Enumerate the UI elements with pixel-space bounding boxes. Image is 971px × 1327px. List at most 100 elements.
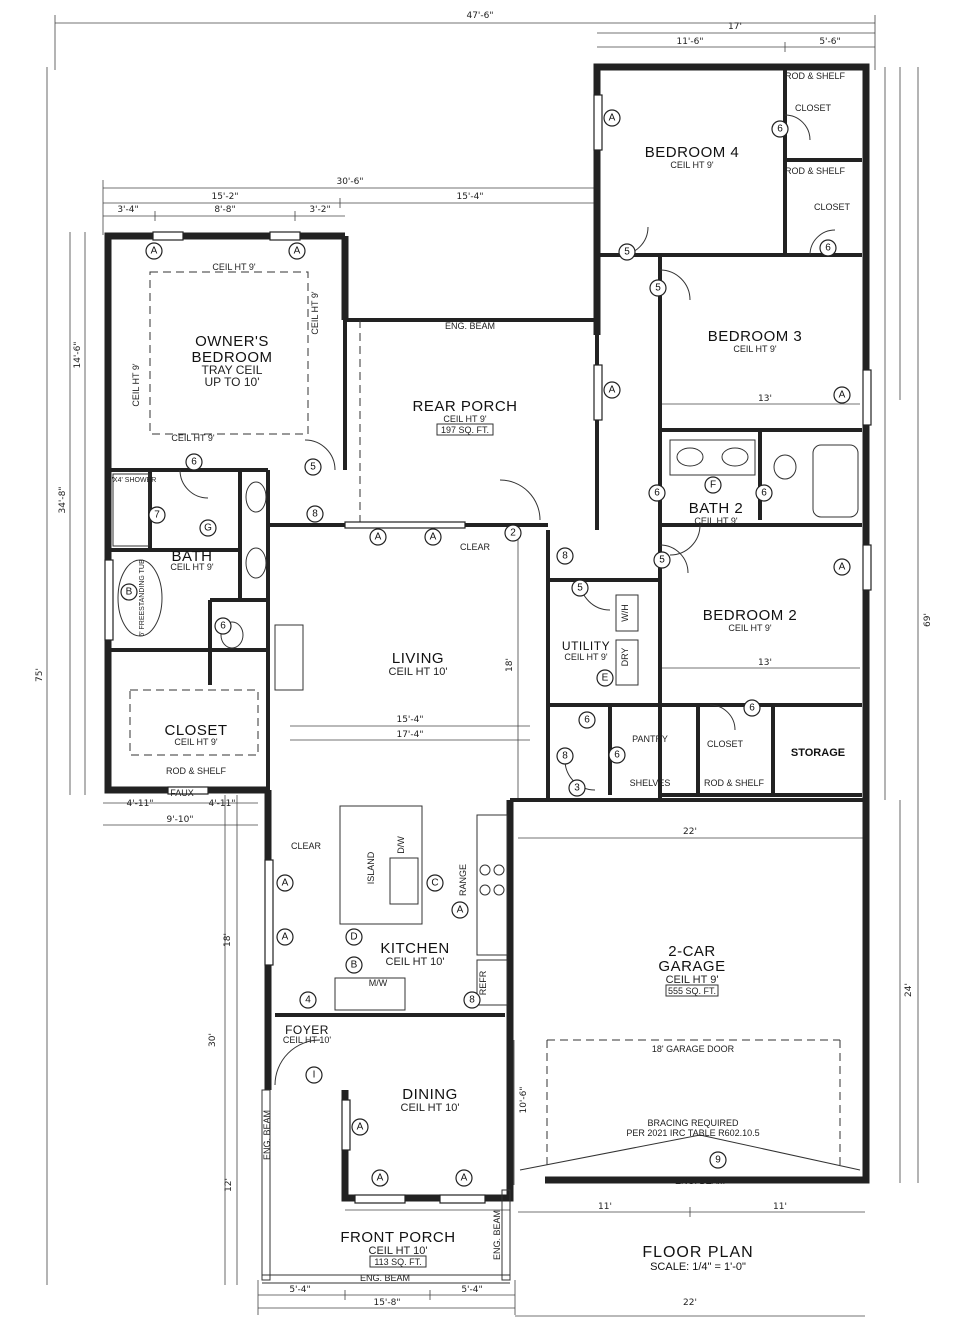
tag-6: 6 — [648, 484, 666, 502]
svg-text:A: A — [461, 1173, 468, 1184]
tag-3: 3 — [568, 779, 586, 797]
shower-stall — [112, 473, 150, 547]
svg-text:CEIL HT 10': CEIL HT 10' — [386, 956, 445, 968]
svg-text:SHELVES: SHELVES — [630, 778, 671, 788]
svg-text:STORAGE: STORAGE — [791, 747, 845, 759]
dim-seg-a: 3'-4" — [117, 205, 138, 215]
tag-7: 7 — [148, 506, 166, 524]
dimension-labels: 47'-6" 17' 11'-6" 5'-6" 30'-6" 15'-2" 15… — [35, 11, 933, 1308]
dim-4-11-b: 4'-11" — [208, 799, 235, 809]
svg-text:A: A — [609, 385, 616, 396]
room-bath: BATH CEIL HT 9' — [170, 548, 214, 572]
tag-4: 4 — [299, 991, 317, 1009]
svg-text:CLOSET: CLOSET — [795, 103, 832, 113]
svg-text:4: 4 — [305, 995, 311, 1006]
svg-text:ROD & SHELF: ROD & SHELF — [785, 71, 846, 81]
tag-5: 5 — [618, 243, 636, 261]
svg-text:CLEAR: CLEAR — [460, 542, 491, 552]
svg-text:ISLAND: ISLAND — [366, 851, 376, 884]
dim-front-22: 22' — [683, 1298, 697, 1308]
metal-fireplace — [274, 624, 304, 691]
windows — [104, 94, 872, 1204]
tag-a: A — [369, 528, 387, 546]
svg-text:3: 3 — [574, 783, 580, 794]
island-counter — [339, 805, 423, 925]
svg-text:CEIL HT 9': CEIL HT 9' — [170, 562, 214, 572]
svg-text:5: 5 — [655, 283, 661, 294]
room-utility: UTILITY CEIL HT 9' — [562, 639, 610, 662]
svg-text:FAUX: FAUX — [170, 788, 194, 798]
tag-e: E — [596, 669, 614, 687]
svg-text:KITCHEN: KITCHEN — [380, 940, 449, 957]
dim-porch-width: 15'-4" — [456, 192, 483, 202]
svg-text:CEIL HT 9': CEIL HT 9' — [564, 652, 608, 662]
dim-seg-b: 8'-8" — [214, 205, 235, 215]
tag-d: D — [345, 928, 363, 946]
dim-13-b: 13' — [758, 658, 772, 668]
svg-text:M/W: M/W — [369, 978, 388, 988]
svg-text:PER 2021 IRC TABLE R602.10.5: PER 2021 IRC TABLE R602.10.5 — [626, 1128, 759, 1138]
dim-garage-width: 22' — [683, 827, 697, 837]
svg-text:ROD & SHELF: ROD & SHELF — [166, 766, 227, 776]
svg-text:7: 7 — [154, 510, 160, 521]
tag-b: B — [120, 583, 138, 601]
dim-owner-width: 15'-2" — [211, 192, 238, 202]
svg-text:3'X4' SHOWER: 3'X4' SHOWER — [108, 477, 157, 484]
dim-9-10: 9'-10" — [166, 815, 193, 825]
svg-text:BATH 2: BATH 2 — [689, 500, 743, 517]
room-rear-porch: REAR PORCH CEIL HT 9' 197 SQ. FT. — [412, 398, 517, 436]
burner-icon — [493, 864, 505, 876]
dim-13-a: 13' — [758, 394, 772, 404]
tag-5: 5 — [304, 458, 322, 476]
room-owners-bedroom: OWNER'S BEDROOM TRAY CEIL UP TO 10' — [191, 333, 272, 389]
room-garage: 2-CAR GARAGE CEIL HT 9' 555 SQ. FT. — [658, 943, 725, 997]
svg-text:UTILITY: UTILITY — [562, 639, 610, 653]
svg-text:CEIL HT 9': CEIL HT 9' — [310, 291, 320, 335]
svg-text:5: 5 — [624, 247, 630, 258]
svg-text:6' FREESTANDING TUB: 6' FREESTANDING TUB — [139, 559, 146, 637]
svg-text:A: A — [457, 905, 464, 916]
svg-text:6: 6 — [749, 703, 755, 714]
svg-text:A: A — [294, 246, 301, 257]
svg-text:CEIL HT 9': CEIL HT 9' — [212, 262, 256, 272]
svg-text:DINING: DINING — [402, 1086, 458, 1103]
svg-text:A: A — [282, 932, 289, 943]
tag-a: A — [371, 1169, 389, 1187]
svg-text:G: G — [204, 523, 212, 534]
dim-garage-depth: 24' — [904, 983, 914, 997]
dim-4-11-a: 4'-11" — [126, 799, 153, 809]
dim-overall-depth: 75' — [35, 668, 45, 682]
svg-text:CEIL HT 10': CEIL HT 10' — [401, 1102, 460, 1114]
tag-6: 6 — [608, 746, 626, 764]
svg-text:6: 6 — [825, 243, 831, 254]
svg-text:RANGE: RANGE — [458, 864, 468, 896]
tag-8: 8 — [463, 991, 481, 1009]
svg-text:6: 6 — [220, 621, 226, 632]
tag-8: 8 — [556, 547, 574, 565]
svg-text:OWNER'S: OWNER'S — [195, 333, 269, 350]
svg-text:F: F — [710, 480, 716, 491]
tag-a: A — [833, 558, 851, 576]
svg-text:C: C — [431, 878, 438, 889]
room-bedroom-2: BEDROOM 2 CEIL HT 9' — [703, 607, 797, 633]
dim-10-6: 10'-6" — [519, 1086, 529, 1113]
plan-title: FLOOR PLAN — [642, 1244, 753, 1261]
tag-6: 6 — [771, 120, 789, 138]
burner-icon — [479, 864, 491, 876]
svg-text:6: 6 — [777, 124, 783, 135]
room-bath-2: BATH 2 CEIL HT 9' — [689, 500, 743, 526]
dim-11-b: 11' — [773, 1202, 787, 1212]
room-bedroom-3: BEDROOM 3 CEIL HT 9' — [708, 328, 802, 354]
svg-text:CEIL HT 9': CEIL HT 9' — [171, 433, 215, 443]
tag-2: 2 — [504, 524, 522, 542]
tag-a: A — [288, 242, 306, 260]
ceiling-and-beam-lines — [129, 271, 861, 1284]
tag-f: F — [704, 476, 722, 494]
svg-text:18' GARAGE DOOR: 18' GARAGE DOOR — [652, 1044, 735, 1054]
svg-text:CEIL HT 9': CEIL HT 9' — [443, 414, 487, 424]
tag-a: A — [276, 874, 294, 892]
tag-8: 8 — [306, 505, 324, 523]
tag-b: B — [345, 956, 363, 974]
microwave-counter — [334, 977, 406, 1011]
